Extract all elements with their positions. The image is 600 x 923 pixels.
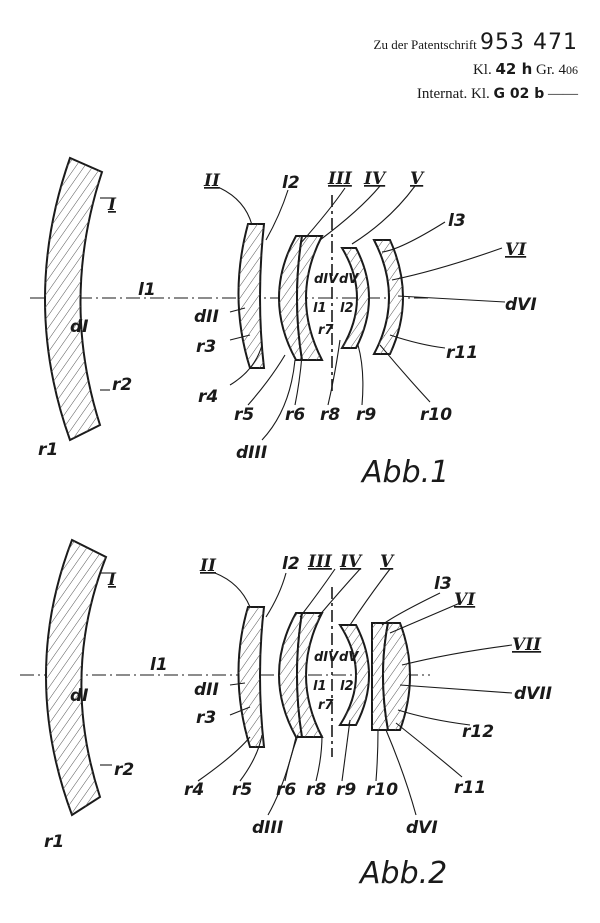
lens-III	[278, 612, 304, 738]
patent-header-line-3: Internat. Kl. G 02 b ——	[417, 86, 578, 103]
label-IV: IV	[339, 552, 363, 572]
label-l2: l2	[282, 554, 300, 574]
lens-II	[237, 606, 266, 748]
label-dV: dV	[339, 272, 359, 287]
label-dVI: dVI	[505, 295, 537, 315]
label-III: III	[327, 169, 353, 189]
lens-V	[340, 247, 370, 349]
lens-VI	[372, 239, 404, 355]
label-r11: r11	[446, 343, 478, 363]
patent-header-line-2: Kl. 42 h Gr. 406	[473, 60, 578, 79]
patent-label: Zu der Patentschrift	[373, 37, 477, 52]
label-r4: r4	[198, 387, 218, 407]
label-l1-inner: l1	[313, 679, 327, 694]
group-value: Gr. 4	[536, 62, 566, 78]
label-r8: r8	[306, 780, 326, 800]
label-dV: dV	[339, 650, 359, 665]
label-r8: r8	[320, 405, 340, 425]
label-l2-inner: l2	[340, 301, 354, 316]
lens-II	[237, 223, 266, 369]
label-r9: r9	[336, 780, 356, 800]
label-III: III	[307, 552, 333, 572]
label-dIII: dIII	[252, 818, 283, 838]
lens-III	[278, 235, 304, 361]
label-V: V	[410, 169, 425, 189]
label-l1-inner: l1	[313, 301, 327, 316]
label-r5: r5	[232, 780, 252, 800]
label-l1: l1	[150, 655, 168, 675]
intl-class-prefix: Internat. Kl.	[416, 86, 490, 102]
label-r11: r11	[454, 778, 486, 798]
label-dVI: dVI	[406, 818, 438, 838]
lens-I	[44, 156, 104, 442]
label-r3: r3	[196, 708, 216, 728]
label-VI: VI	[505, 240, 527, 260]
label-I: I	[107, 195, 117, 215]
lens-V	[338, 624, 370, 726]
label-r10: r10	[366, 780, 398, 800]
label-II: II	[203, 171, 221, 191]
label-dI: dI	[70, 317, 89, 337]
label-l3: l3	[434, 574, 452, 594]
lens-VII	[382, 622, 411, 731]
label-r6: r6	[276, 780, 296, 800]
label-r7: r7	[318, 323, 334, 338]
label-V: V	[380, 552, 395, 572]
figure-abb-1: I II III IV V VI l2 l3 l1 l1 l2 dI dII d…	[30, 156, 537, 490]
label-l2: l2	[282, 173, 300, 193]
label-dI: dI	[70, 686, 89, 706]
label-dIV: dIV	[314, 650, 339, 665]
label-l1: l1	[138, 280, 156, 300]
lens-IV	[296, 235, 324, 361]
label-dIV: dIV	[314, 272, 339, 287]
label-VI: VI	[454, 590, 476, 610]
label-r6: r6	[285, 405, 305, 425]
label-r2: r2	[114, 760, 134, 780]
label-dVII: dVII	[514, 684, 552, 704]
label-r7: r7	[318, 698, 334, 713]
leader-lines	[100, 568, 513, 816]
label-dII: dII	[194, 680, 219, 700]
lens-I	[45, 538, 108, 817]
label-dII: dII	[194, 307, 219, 327]
leader-lines	[100, 185, 506, 441]
caption-abb-1: Abb.1	[360, 455, 449, 490]
label-r4: r4	[184, 780, 204, 800]
intl-class-value: G 02 b	[493, 86, 545, 102]
label-II: II	[199, 556, 217, 576]
label-VII: VII	[512, 635, 542, 655]
label-r1: r1	[38, 440, 58, 460]
class-prefix: Kl.	[472, 62, 492, 78]
group-sub: 06	[566, 63, 578, 77]
label-l2-inner: l2	[340, 679, 354, 694]
label-r2: r2	[112, 375, 132, 395]
patent-number: 953 471	[480, 30, 578, 55]
label-dIII: dIII	[236, 443, 267, 463]
label-r5: r5	[234, 405, 254, 425]
label-r9: r9	[356, 405, 376, 425]
class-value: 42 h	[495, 60, 533, 78]
label-r10: r10	[420, 405, 452, 425]
label-IV: IV	[363, 169, 387, 189]
patent-header-line-1: Zu der Patentschrift 953 471	[374, 30, 578, 55]
label-l3: l3	[448, 211, 466, 231]
label-r3: r3	[196, 337, 216, 357]
label-r12: r12	[462, 722, 494, 742]
label-I: I	[107, 570, 117, 590]
label-r1: r1	[44, 832, 64, 852]
intl-class-dash: ——	[548, 86, 578, 102]
caption-abb-2: Abb.2	[358, 856, 447, 891]
figure-abb-2: I II III IV V VI VII l2 l3 l1 l1 l2 dI d…	[20, 538, 552, 891]
